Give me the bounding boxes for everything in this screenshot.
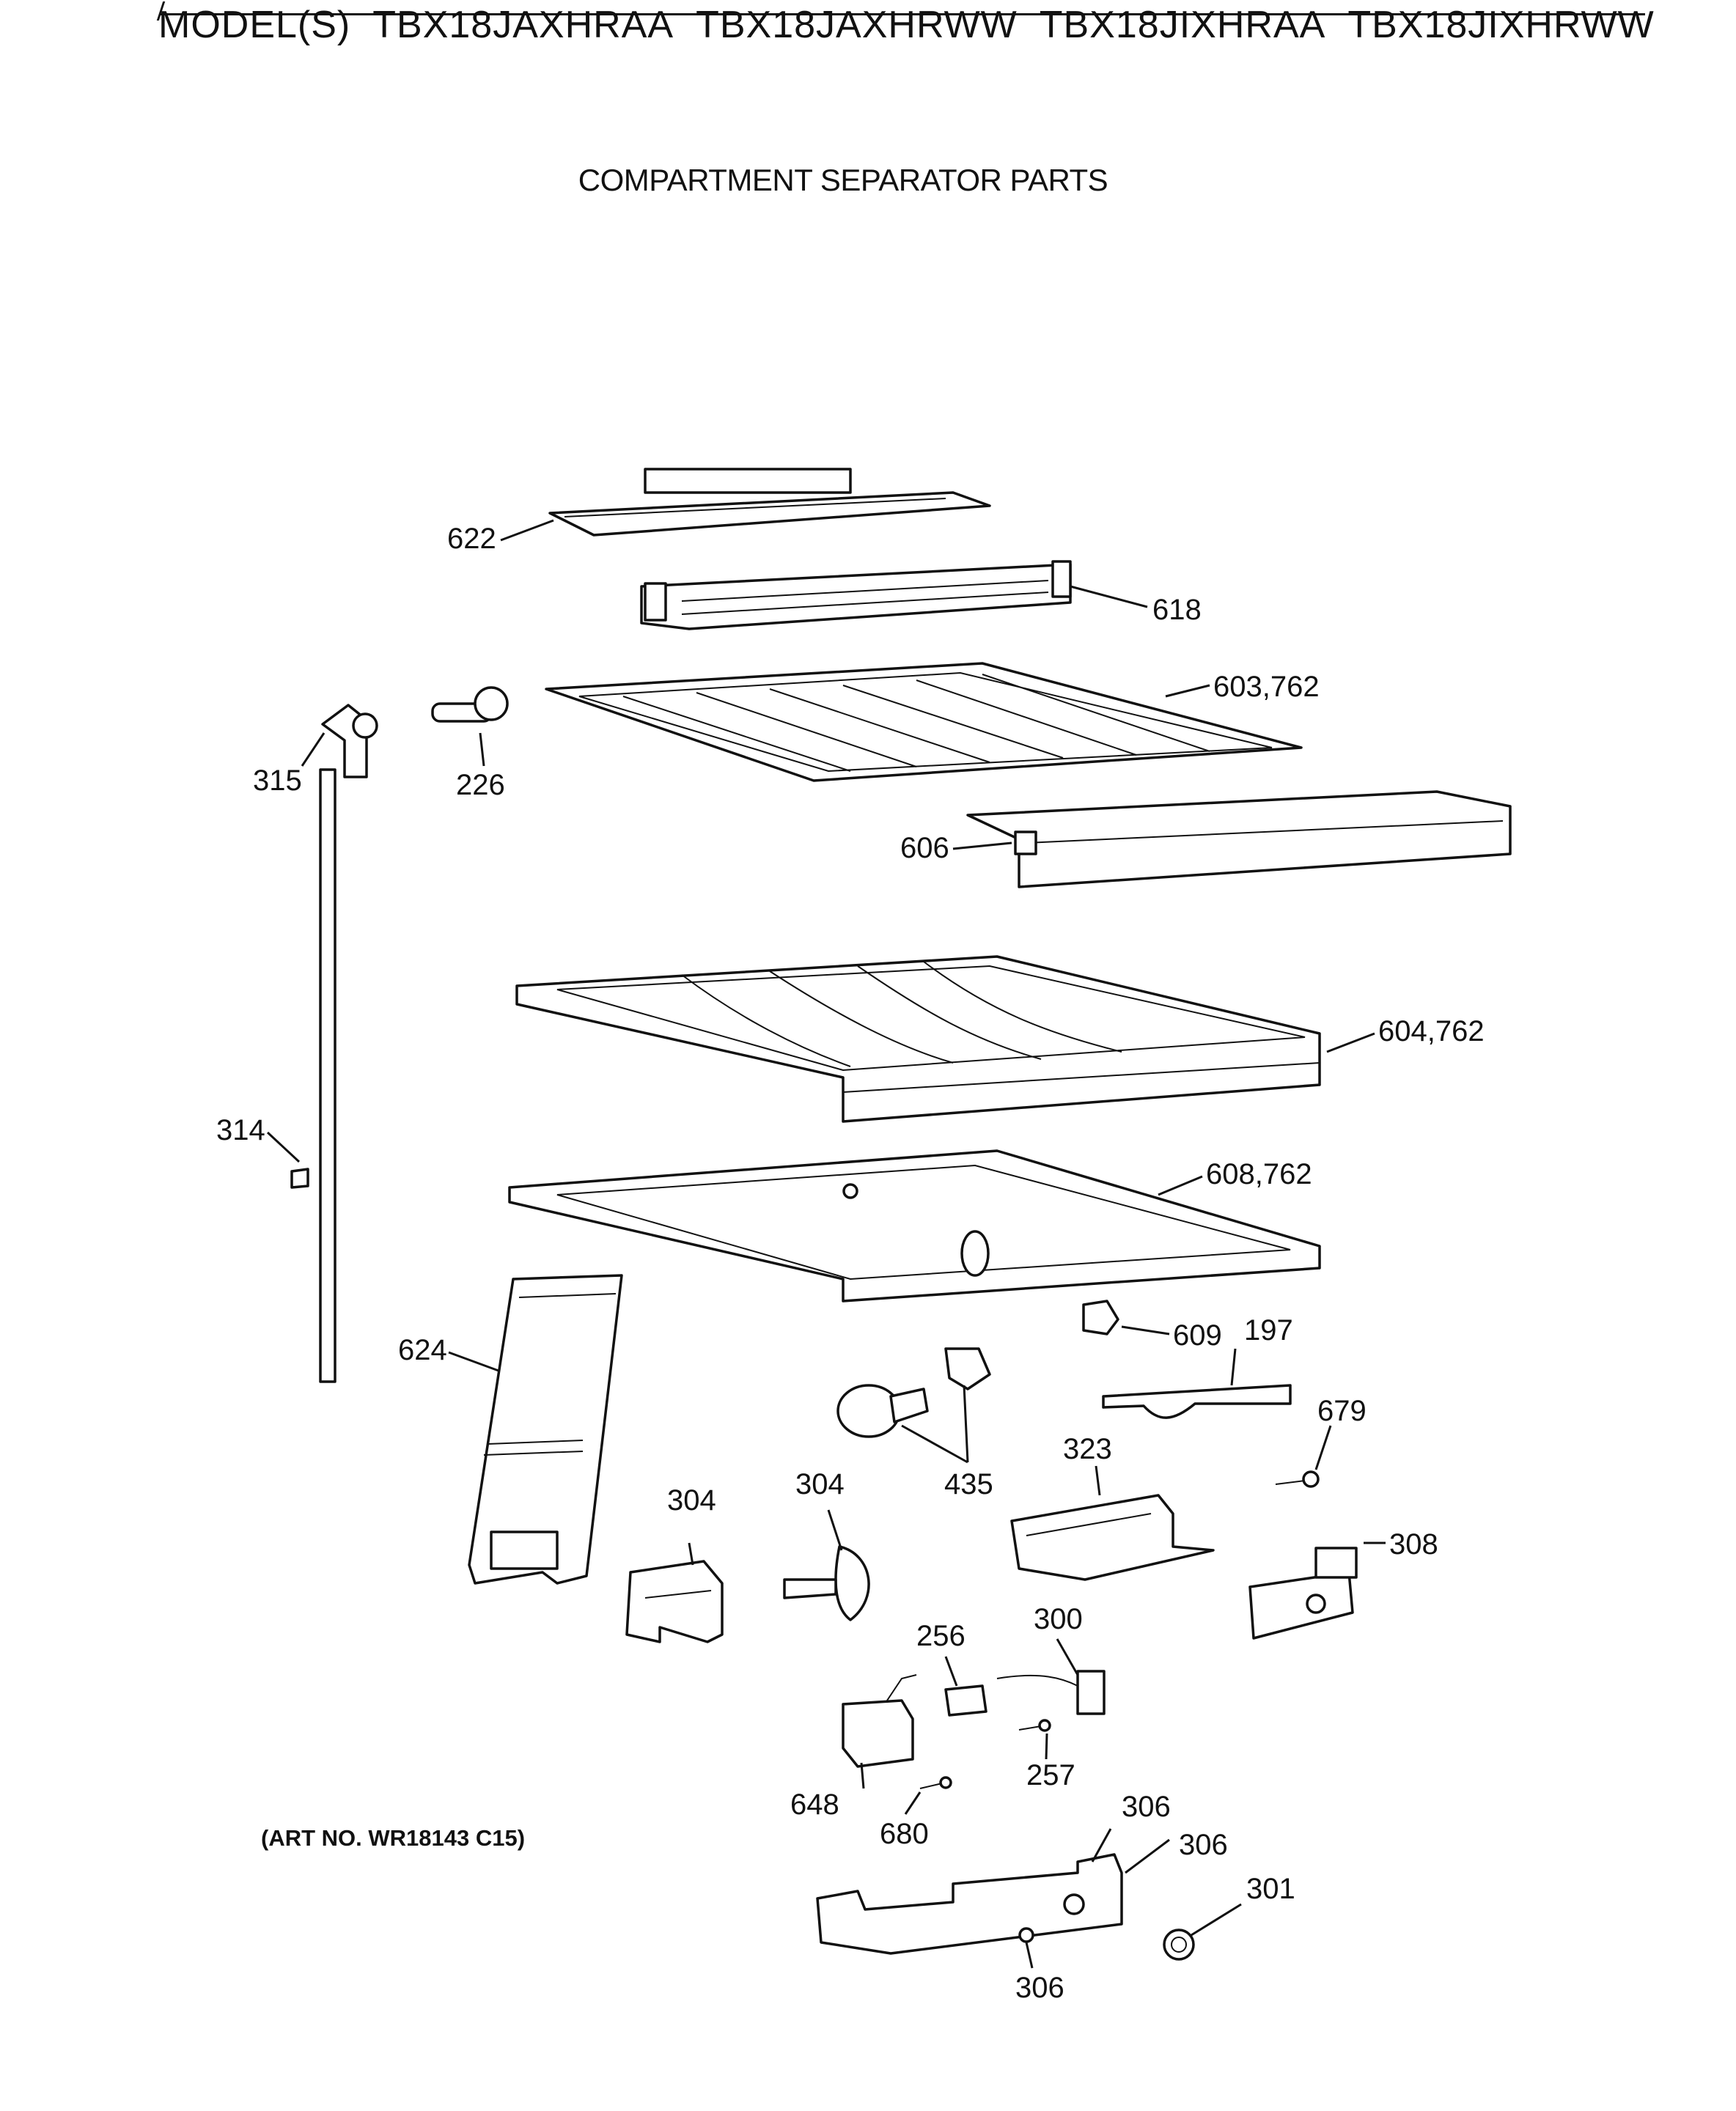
callout-226: 226 [456,769,505,801]
part-256-switch [944,1684,987,1717]
part-648-motor [842,1674,917,1768]
callout-300: 300 [1034,1603,1083,1635]
part-604-separator [515,955,1321,1123]
callout-679: 679 [1317,1395,1367,1427]
part-624-duct [468,1274,623,1585]
part-300-switch [996,1670,1106,1715]
part-679-screw [1275,1470,1320,1488]
callout-624: 624 [398,1334,447,1366]
callout-608: 608,762 [1206,1158,1312,1190]
part-197-harness [1102,1384,1292,1419]
callout-314: 314 [216,1114,265,1146]
model-header: MODEL(S) TBX18JAXHRAA TBX18JAXHRWW TBX18JIX… [158,6,1677,44]
part-618-grille [640,560,1072,630]
model-number: TBX18JAXHRAA [372,4,674,46]
part-622-cover [548,468,991,537]
part-435-bulb [836,1347,991,1438]
model-number: TBX18JIXHRAA [1039,4,1326,46]
model-number: TBX18JIXHRWW [1347,4,1655,46]
part-680-screw [919,1776,952,1789]
callout-604: 604,762 [1378,1015,1485,1047]
callout-308: 308 [1389,1528,1438,1561]
part-304-thermostat [783,1545,870,1621]
part-603-shelf [545,662,1303,782]
callout-622: 622 [447,523,496,555]
callout-648: 648 [790,1788,839,1821]
part-606-drawer [966,790,1512,888]
callout-301: 301 [1246,1873,1295,1905]
callout-306-top: 306 [1122,1791,1171,1823]
callout-315: 315 [253,765,302,797]
model-number: TBX18JAXHRWW [696,4,1018,46]
part-608-separator [508,1149,1321,1303]
callout-197: 197 [1244,1314,1293,1346]
callout-306-side: 306 [1179,1829,1228,1861]
part-304-bracket [625,1560,724,1643]
part-308-plate [1248,1547,1358,1640]
callout-304-thermostat: 304 [795,1468,845,1500]
part-257-screw [1018,1719,1051,1732]
header-rule [160,13,1645,15]
art-number: (ART NO. WR18143 C15) [261,1825,526,1851]
callout-304-bracket: 304 [667,1484,716,1517]
callout-256: 256 [916,1620,966,1652]
callout-435: 435 [944,1468,993,1500]
callout-606: 606 [900,832,949,864]
callout-257: 257 [1026,1759,1075,1791]
callout-680: 680 [880,1818,929,1850]
part-306-housing [816,1853,1123,1955]
part-323-housing [1010,1494,1215,1581]
leader-lines [266,519,1386,1969]
part-301-knob [1163,1928,1195,1961]
part-314-clip [290,1168,309,1189]
callout-306-bottom: 306 [1015,1972,1064,2004]
callouts: 622 618 603,762 315 226 606 604,762 314 … [216,523,1485,2004]
callout-603: 603,762 [1213,671,1320,703]
part-315-hinge [319,704,378,1383]
part-609-clip [1082,1300,1119,1336]
section-title: COMPARTMENT SEPARATOR PARTS [578,163,1108,197]
model-prefix: MODEL(S) [158,4,351,46]
part-226-bushing [431,686,509,723]
callout-618: 618 [1152,594,1202,626]
callout-323: 323 [1063,1433,1112,1465]
callout-609: 609 [1173,1319,1222,1352]
